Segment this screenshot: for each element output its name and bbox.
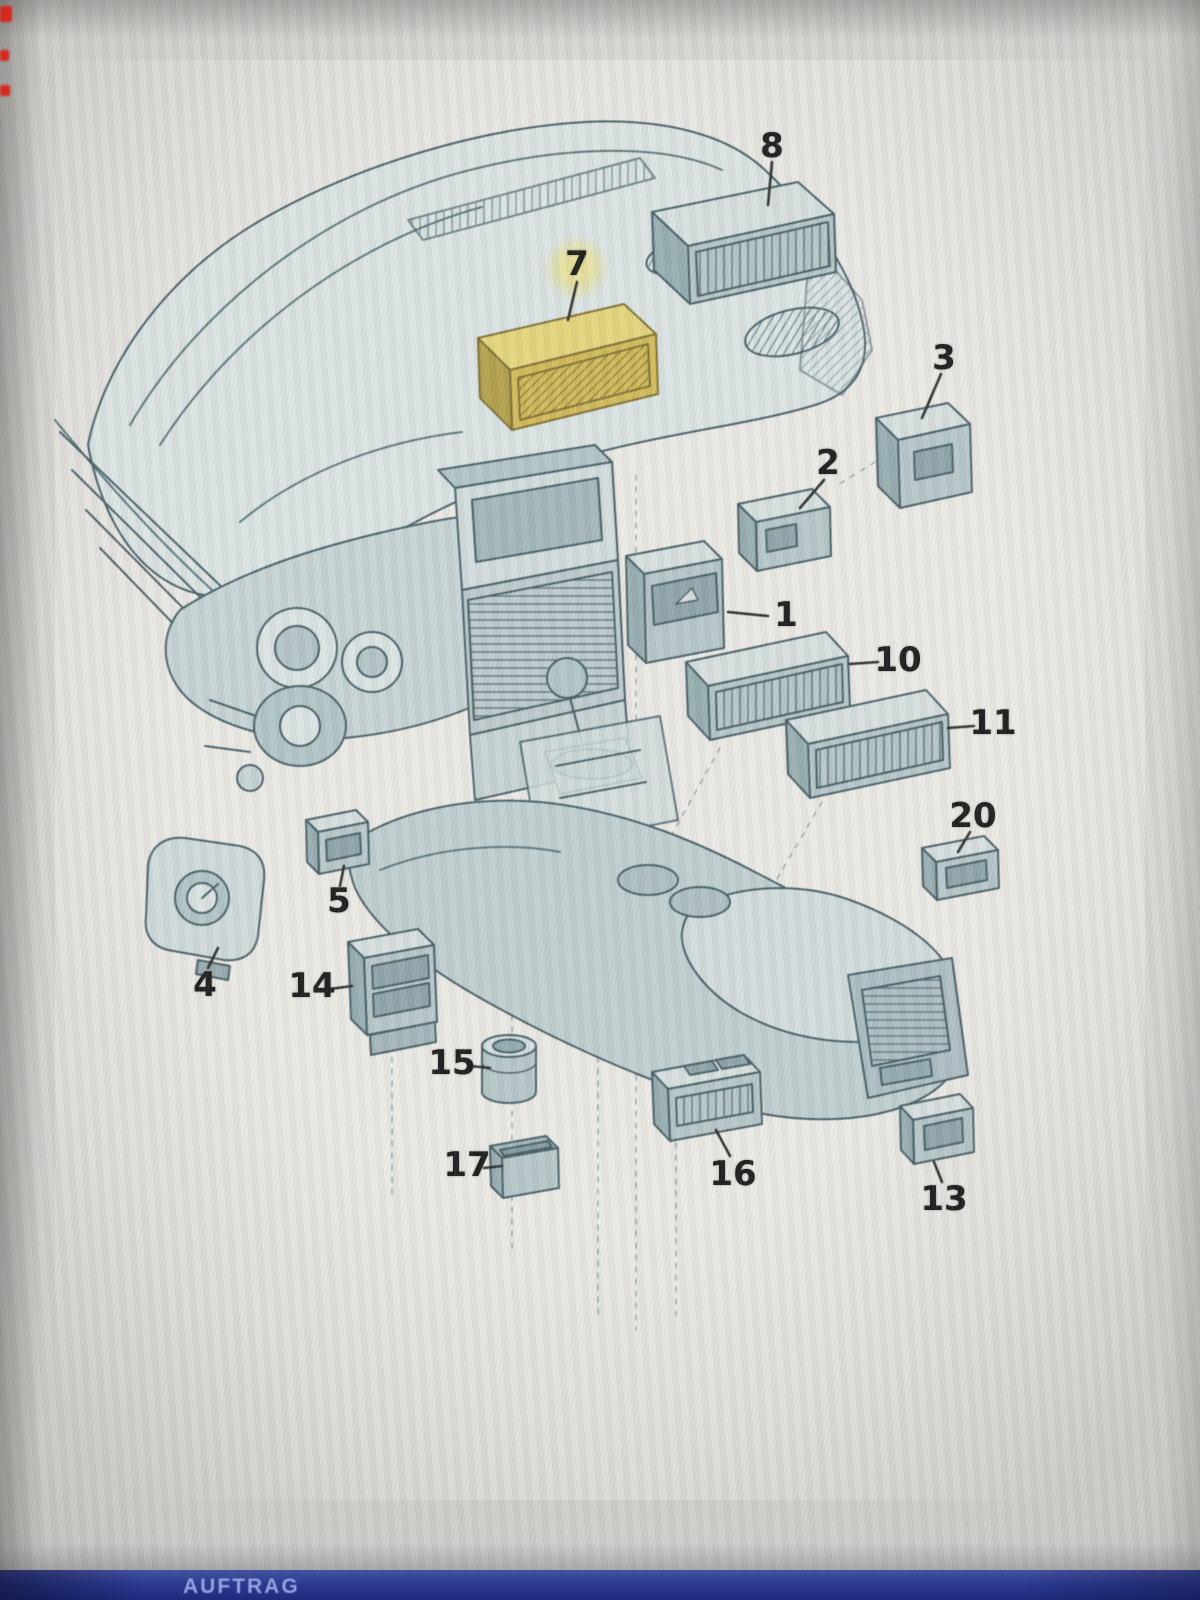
part-16-window-switch-block[interactable] [651,1054,763,1142]
callout-1[interactable]: 1 [774,595,798,635]
callout-11[interactable]: 11 [969,703,1017,743]
callout-leader-lines [206,160,976,1184]
part-5-switch[interactable] [305,809,370,875]
part-4-headlight-switch[interactable] [144,836,266,981]
callout-4[interactable]: 4 [193,965,217,1005]
screen-artifact [0,6,12,22]
callout-16[interactable]: 16 [709,1154,757,1194]
part-17-storage-insert[interactable] [489,1135,560,1199]
center-console-illustration [347,799,969,1121]
part-15-lighter-socket[interactable] [481,1034,537,1104]
auftrag-menu-item[interactable]: AUFTRAG [183,1575,300,1598]
callout-8[interactable]: 8 [760,126,784,166]
callout-14[interactable]: 14 [288,966,336,1006]
part-8-switch-panel[interactable] [651,181,837,305]
part-14-switch-module[interactable] [347,928,438,1056]
callout-15[interactable]: 15 [428,1043,476,1083]
callout-20[interactable]: 20 [949,796,997,836]
callout-7[interactable]: 7 [565,244,589,284]
callout-17[interactable]: 17 [443,1145,491,1185]
callout-3[interactable]: 3 [932,338,956,378]
part-10-switch-strip[interactable] [685,631,851,741]
part-11-switch-strip[interactable] [785,689,951,799]
part-2-switch[interactable] [737,488,832,572]
callout-13[interactable]: 13 [920,1179,968,1219]
part-7-switch-module-highlighted[interactable] [477,234,659,431]
callout-2[interactable]: 2 [816,443,840,483]
part-3-switch[interactable] [875,402,973,509]
screen-artifact [0,85,10,96]
callout-5[interactable]: 5 [327,881,351,921]
part-13-switch[interactable] [899,1093,975,1165]
callout-10[interactable]: 10 [874,640,922,680]
part-1-switch[interactable] [625,540,725,664]
screen-artifact [0,50,9,61]
auftrag-menu-bar: AUFTRAG [0,1570,1200,1600]
